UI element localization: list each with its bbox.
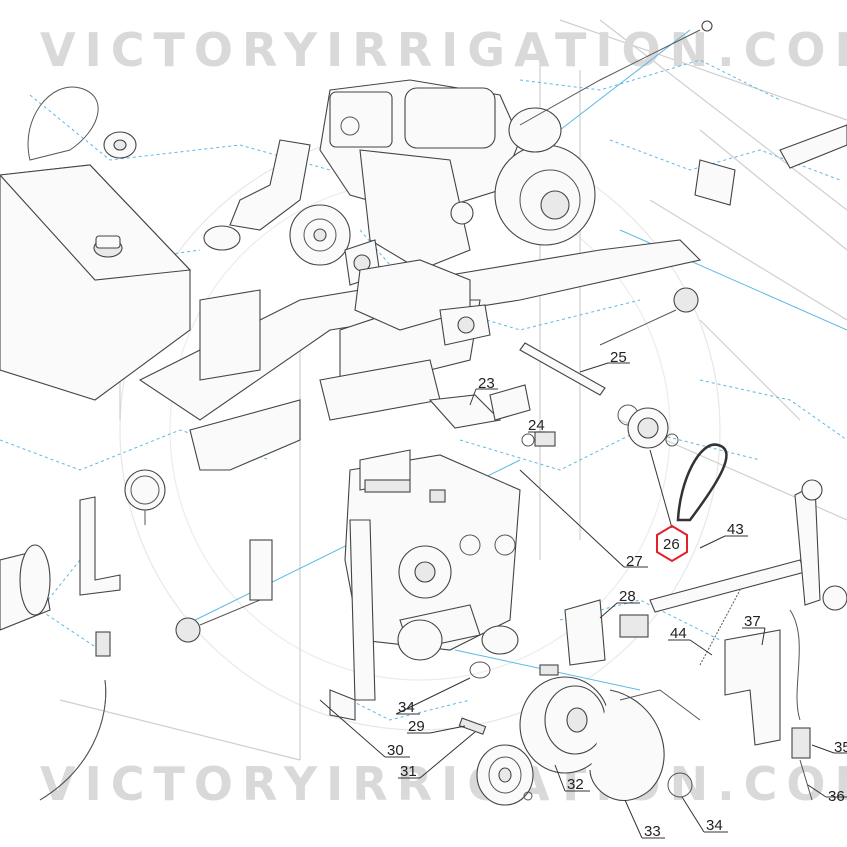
tension-knob xyxy=(673,287,699,313)
callout-23: 23 xyxy=(478,375,495,392)
key xyxy=(458,717,487,735)
return-spring xyxy=(699,589,741,666)
lever-arm xyxy=(649,559,806,613)
throttle-plate xyxy=(694,159,736,206)
discharge-flange xyxy=(19,544,51,616)
hose-fitting xyxy=(95,631,111,657)
snap-ring xyxy=(667,772,693,798)
idler-pulley xyxy=(450,201,474,225)
callout-43: 43 xyxy=(727,521,744,538)
fuel-tank xyxy=(0,164,192,401)
callout-32: 32 xyxy=(567,776,584,793)
callout-37: 37 xyxy=(744,613,761,630)
callout-29: 29 xyxy=(408,718,425,735)
watermark-bottom: VICTORYIRRIGATION.COM xyxy=(40,757,847,811)
callout-31: 31 xyxy=(400,763,417,780)
callout-leaders xyxy=(319,362,847,839)
engine-air-cleaner xyxy=(404,87,496,149)
cable xyxy=(789,609,801,721)
cable-switch xyxy=(791,727,811,759)
v-belt-top-left xyxy=(27,86,99,161)
callout-24: 24 xyxy=(528,417,545,434)
right-end-pulley xyxy=(822,585,847,611)
lever-pad xyxy=(619,614,649,638)
callout-33: 33 xyxy=(644,823,661,840)
clutch-drum xyxy=(519,676,611,774)
callout-25: 25 xyxy=(610,349,627,366)
engine xyxy=(319,79,596,271)
gearbox-cover-plate xyxy=(364,479,411,493)
callout-28: 28 xyxy=(619,588,636,605)
shaft xyxy=(519,342,606,396)
side-bracket xyxy=(249,539,273,601)
right-bracket-top xyxy=(779,124,847,169)
bottom-pulley xyxy=(476,744,534,806)
callout-34-right: 34 xyxy=(706,817,723,834)
shift-knob xyxy=(175,617,201,643)
shift-bracket xyxy=(428,394,502,429)
callout-30: 30 xyxy=(387,742,404,759)
splined-coupler xyxy=(481,625,519,655)
bottom-snap-ring xyxy=(523,791,533,801)
callout-27: 27 xyxy=(626,553,643,570)
gauge-bracket xyxy=(79,496,121,596)
callout-labels: 23 24 25 26 27 28 29 30 31 32 33 34 34 3… xyxy=(387,349,847,840)
brake-band xyxy=(589,689,701,802)
lever-spring xyxy=(539,664,559,676)
callout-34-left: 34 xyxy=(398,699,415,716)
v-belt xyxy=(676,443,728,522)
small-pulley-hub xyxy=(113,139,127,151)
shift-lever-pin xyxy=(489,384,531,421)
exhaust-pipe xyxy=(229,139,311,231)
highlight-hexagon xyxy=(656,524,688,563)
spring xyxy=(534,431,556,447)
exhaust-outlet xyxy=(203,225,241,251)
callout-36: 36 xyxy=(828,788,845,805)
throttle-control xyxy=(508,107,562,153)
throttle-cable xyxy=(519,29,701,126)
callout-26: 26 xyxy=(663,536,680,553)
mounting-plate xyxy=(724,629,781,746)
callout-44: 44 xyxy=(670,625,687,642)
gearbox-housing xyxy=(329,449,521,721)
main-mounting-frame xyxy=(138,239,702,471)
callout-35: 35 xyxy=(834,739,847,756)
watermark-top: VICTORYIRRIGATION.COM xyxy=(40,23,847,77)
clutch-lever-bracket xyxy=(564,599,606,666)
